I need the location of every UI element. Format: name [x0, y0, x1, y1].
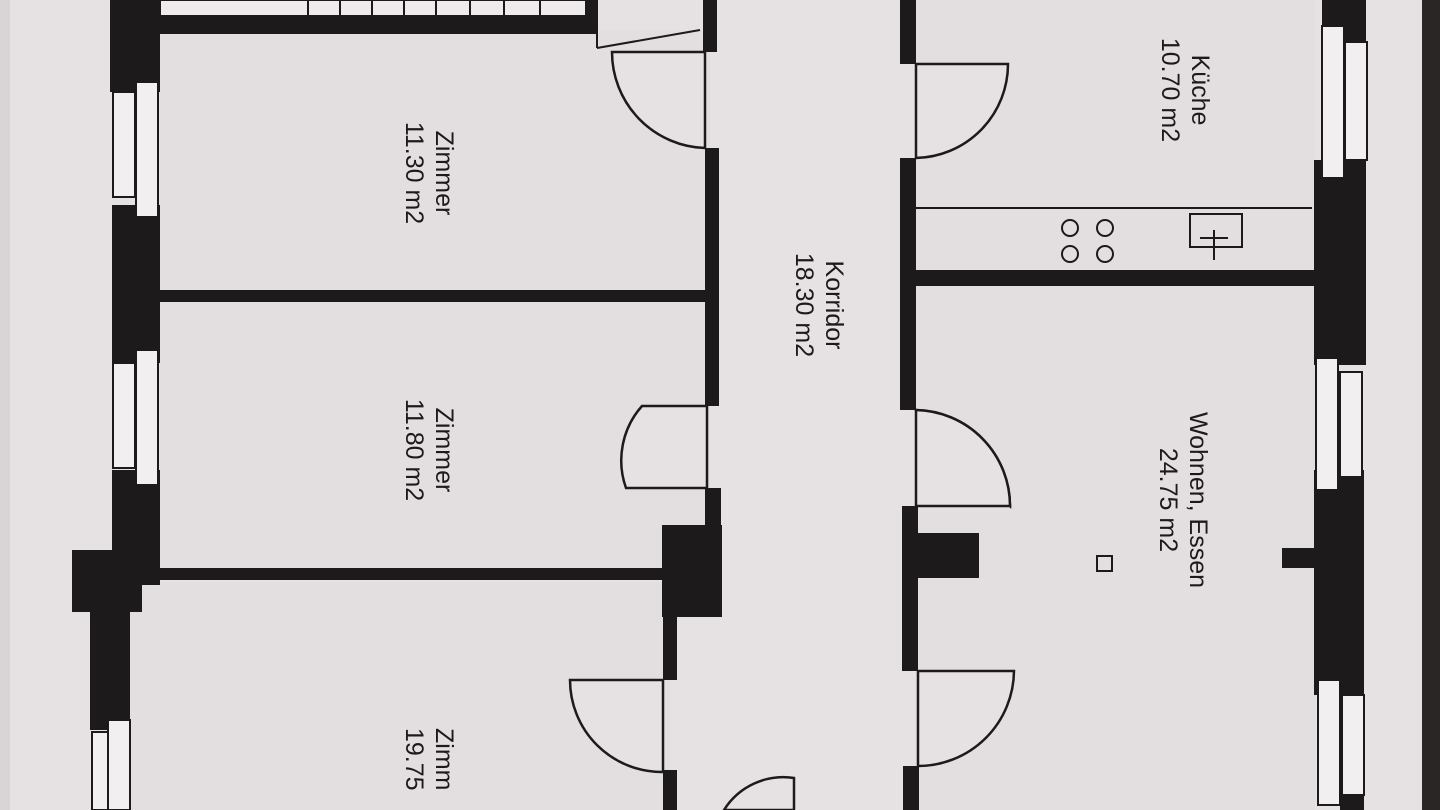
- room-area: 11.80 m2: [400, 399, 428, 501]
- room-name: Zimmer: [430, 131, 458, 216]
- sink-icon: [1189, 213, 1243, 260]
- left-windows: [91, 81, 159, 810]
- stove-burner-icon: [1096, 245, 1114, 263]
- corridor-right-wall: [900, 0, 979, 810]
- door-wohnen-2: [916, 669, 1016, 768]
- left-exterior-wall: [72, 0, 160, 730]
- room-area: 19.75: [400, 728, 428, 791]
- corridor-left-wall: [662, 0, 722, 810]
- door-wohnen: [914, 408, 1012, 508]
- wall-zimmer1-zimmer2: [158, 290, 713, 302]
- door-entrance: [722, 775, 796, 810]
- door-kueche: [914, 62, 1010, 160]
- room-name: Zimm: [430, 728, 458, 790]
- room-name: Zimmer: [430, 408, 458, 493]
- room-name: Wohnen, Essen: [1184, 412, 1212, 588]
- room-name: Korridor: [820, 261, 848, 350]
- wall-kueche-wohnen: [916, 270, 1316, 286]
- table-edge: [1422, 0, 1440, 810]
- stove-burner-icon: [1061, 219, 1079, 237]
- kitchen-counter: [916, 207, 1312, 263]
- room-label-zimmer1: Zimmer 11.30 m2: [400, 122, 458, 224]
- room-area: 18.30 m2: [790, 253, 818, 357]
- wall-zimmer2-zimmer3: [130, 568, 670, 580]
- room-label-zimmer2: Zimmer 11.80 m2: [400, 399, 458, 501]
- room-label-korridor: Korridor 18.30 m2: [790, 253, 848, 357]
- door-zimmer2: [620, 404, 709, 490]
- door-zimmer1: [610, 50, 707, 150]
- room-area: 24.75 m2: [1154, 448, 1182, 552]
- room-label-kueche: Küche 10.70 m2: [1156, 38, 1214, 142]
- door-zimmer3: [568, 678, 665, 774]
- zimmer2-floor: [160, 302, 710, 572]
- room-label-wohnen: Wohnen, Essen 24.75 m2: [1154, 412, 1212, 588]
- room-label-zimmer3: Zimm 19.75: [400, 728, 458, 791]
- room-area: 11.30 m2: [400, 122, 428, 224]
- room-area: 10.70 m2: [1156, 38, 1184, 142]
- room-name: Küche: [1186, 55, 1214, 126]
- stove-burner-icon: [1096, 219, 1114, 237]
- stair-strip: [155, 0, 701, 49]
- kueche-floor: [915, 0, 1315, 275]
- stove-burner-icon: [1061, 245, 1079, 263]
- right-windows: [1315, 25, 1368, 806]
- pillar-square: [1096, 555, 1113, 572]
